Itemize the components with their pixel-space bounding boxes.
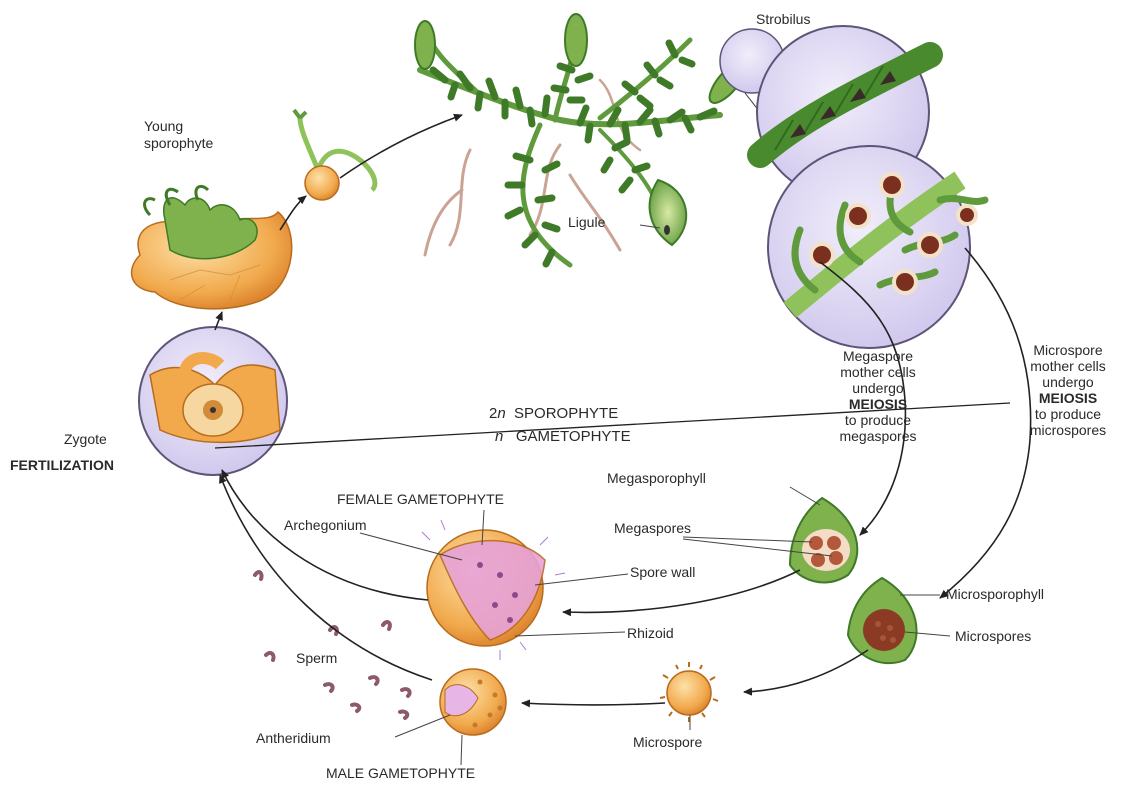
mega-meiosis: MEIOSIS xyxy=(808,396,948,412)
zygote-cell xyxy=(139,327,287,475)
microspore-cell xyxy=(660,662,718,722)
micro-line4: to produce xyxy=(998,406,1138,422)
micro-line3: undergo xyxy=(998,374,1138,390)
mega-line5: megaspores xyxy=(808,428,948,444)
megasporophyll xyxy=(790,498,857,582)
female-gametophyte xyxy=(422,520,565,660)
label-microsporophyll: Microsporophyll xyxy=(946,586,1044,602)
label-strobilus: Strobilus xyxy=(756,11,810,27)
sporangia-cross-section xyxy=(768,146,985,348)
label-sporophyte-n: n xyxy=(497,405,505,422)
mega-line1: Megaspore xyxy=(808,348,948,364)
label-ligule: Ligule xyxy=(568,214,605,230)
label-megaspores: Megaspores xyxy=(614,520,691,536)
mega-line2: mother cells xyxy=(808,364,948,380)
label-fertilization: FERTILIZATION xyxy=(10,457,114,473)
young-sporophyte xyxy=(294,110,375,200)
label-sporophyte-row: 2n SPOROPHYTE xyxy=(489,405,618,422)
label-young-sporophyte-line1: Young xyxy=(144,118,183,134)
micro-line1: Microspore xyxy=(998,342,1138,358)
label-zygote: Zygote xyxy=(64,431,107,447)
label-antheridium: Antheridium xyxy=(256,730,331,746)
label-gametophyte-row: n GAMETOPHYTE xyxy=(495,428,631,445)
male-gametophyte xyxy=(440,669,506,735)
ligule-leaf xyxy=(650,180,687,245)
micro-meiosis: MEIOSIS xyxy=(998,390,1138,406)
micro-line2: mother cells xyxy=(998,358,1138,374)
label-microspore: Microspore xyxy=(633,734,702,750)
label-male-gametophyte: MALE GAMETOPHYTE xyxy=(326,765,475,781)
label-gametophyte-ploidy: n xyxy=(495,428,503,445)
label-young-sporophyte-line2: sporophyte xyxy=(144,135,213,151)
mega-line4: to produce xyxy=(808,412,948,428)
label-gametophyte: GAMETOPHYTE xyxy=(516,428,631,445)
label-megasporophyll: Megasporophyll xyxy=(607,470,706,486)
microsporophyll xyxy=(848,578,917,663)
micro-line5: microspores xyxy=(998,422,1138,438)
label-megaspore-meiosis: Megaspore mother cells undergo MEIOSIS t… xyxy=(808,348,948,445)
label-spore-wall: Spore wall xyxy=(630,564,695,580)
label-female-gametophyte: FEMALE GAMETOPHYTE xyxy=(337,491,504,507)
label-microspores: Microspores xyxy=(955,628,1031,644)
gametophyte-with-sporophyte xyxy=(132,186,292,308)
label-sporophyte: SPOROPHYTE xyxy=(514,405,618,422)
label-rhizoid: Rhizoid xyxy=(627,625,674,641)
mega-line3: undergo xyxy=(808,380,948,396)
label-microspore-meiosis: Microspore mother cells undergo MEIOSIS … xyxy=(998,342,1138,439)
label-sperm: Sperm xyxy=(296,650,337,666)
label-archegonium: Archegonium xyxy=(284,517,367,533)
